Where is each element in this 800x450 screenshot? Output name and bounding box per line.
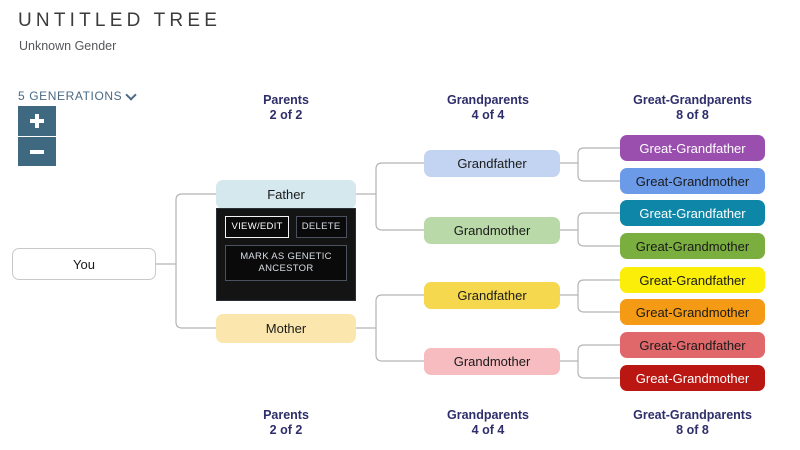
zoom-controls	[18, 106, 56, 166]
column-heading-parents-bottom: Parents 2 of 2	[263, 408, 309, 437]
node-context-menu: VIEW/EDIT DELETE MARK AS GENETIC ANCESTO…	[216, 208, 356, 301]
tree-node-mother[interactable]: Mother	[216, 314, 356, 343]
tree-node-grandmother-maternal[interactable]: Grandmother	[424, 348, 560, 375]
zoom-out-button[interactable]	[18, 136, 56, 166]
column-heading-great-grandparents-bottom: Great-Grandparents 8 of 8	[633, 408, 752, 437]
plus-icon-vertical	[35, 114, 39, 128]
context-menu-row-primary: VIEW/EDIT DELETE	[225, 216, 347, 238]
mark-as-genetic-ancestor-button[interactable]: MARK AS GENETIC ANCESTOR	[225, 245, 347, 281]
tree-node-great-grandmother-4[interactable]: Great-Grandmother	[620, 365, 765, 391]
column-heading-great-grandparents-top: Great-Grandparents 8 of 8	[633, 93, 752, 122]
tree-node-great-grandfather-2[interactable]: Great-Grandfather	[620, 200, 765, 226]
tree-node-great-grandfather-4[interactable]: Great-Grandfather	[620, 332, 765, 358]
tree-node-grandmother-paternal[interactable]: Grandmother	[424, 217, 560, 244]
tree-node-father[interactable]: Father	[216, 180, 356, 209]
view-edit-button[interactable]: VIEW/EDIT	[225, 216, 289, 238]
tree-node-great-grandmother-1[interactable]: Great-Grandmother	[620, 168, 765, 194]
page-title: UNTITLED TREE	[18, 10, 222, 31]
tree-node-grandfather-paternal[interactable]: Grandfather	[424, 150, 560, 177]
tree-node-self[interactable]: You	[12, 248, 156, 280]
page-subtitle: Unknown Gender	[19, 39, 117, 53]
zoom-in-button[interactable]	[18, 106, 56, 136]
minus-icon	[30, 149, 44, 154]
tree-node-great-grandfather-3[interactable]: Great-Grandfather	[620, 267, 765, 293]
chevron-down-icon	[127, 91, 136, 100]
delete-button[interactable]: DELETE	[295, 216, 347, 238]
tree-node-great-grandmother-3[interactable]: Great-Grandmother	[620, 299, 765, 325]
column-heading-parents-top: Parents 2 of 2	[263, 93, 309, 122]
tree-node-great-grandmother-2[interactable]: Great-Grandmother	[620, 233, 765, 259]
tree-node-grandfather-maternal[interactable]: Grandfather	[424, 282, 560, 309]
tree-node-great-grandfather-1[interactable]: Great-Grandfather	[620, 135, 765, 161]
generations-dropdown[interactable]: 5 GENERATIONS	[18, 89, 136, 103]
generations-label: 5 GENERATIONS	[18, 89, 123, 103]
column-heading-grandparents-top: Grandparents 4 of 4	[447, 93, 529, 122]
column-heading-grandparents-bottom: Grandparents 4 of 4	[447, 408, 529, 437]
